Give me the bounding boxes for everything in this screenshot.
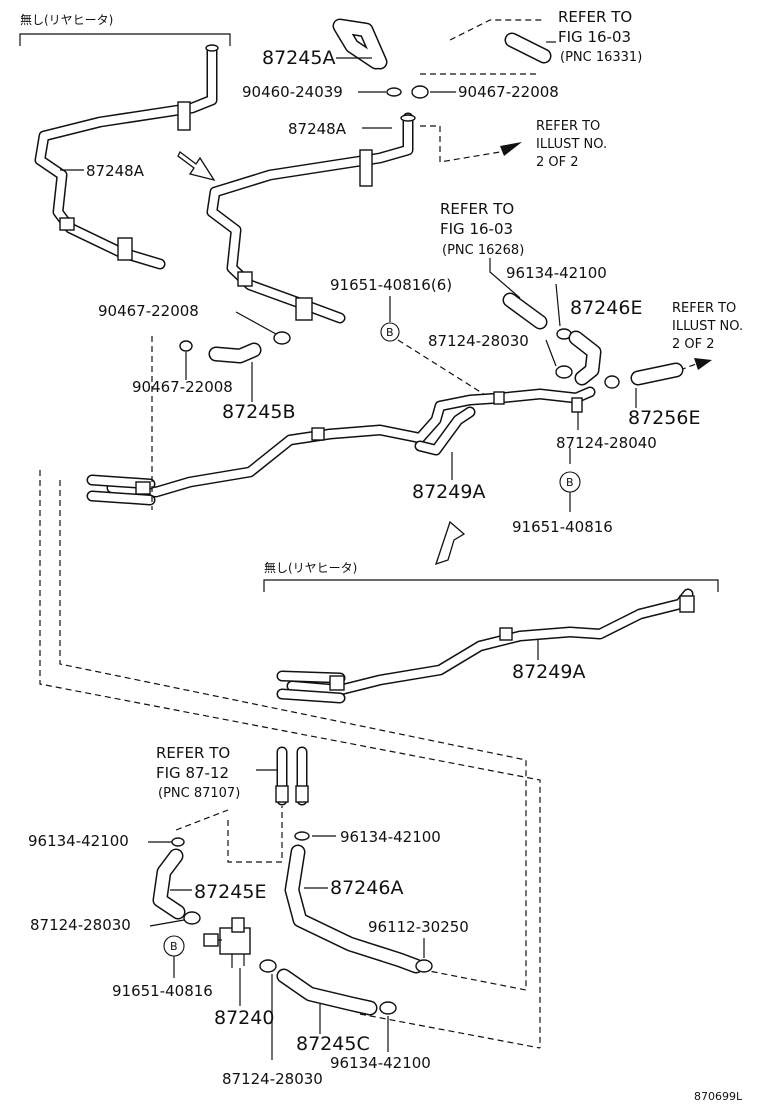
ref-text-pnc-87107: (PNC 87107) [158,786,240,801]
clamp-90460-24039 [386,87,402,97]
valve-87240 [203,917,251,968]
label-87124-28030-top: 87124-28030 [428,332,529,350]
hose-87256E [630,362,684,386]
clamp-96134-42100-left [171,837,185,847]
hose-87245B [208,342,262,364]
ref-text-fig-16-03-2: FIG 16-03 [440,220,513,238]
ref-text-illust-no-2: ILLUST NO. [672,319,743,334]
bracket-line-bottom [263,579,719,592]
ref-illust-2-of-2-top: REFER TO ILLUST NO. 2 OF 2 [420,119,607,170]
ref-text-fig-16-03-1: FIG 16-03 [558,28,631,46]
label-87240: 87240 [214,1007,274,1029]
ref-text-fig-87-12: FIG 87-12 [156,764,229,782]
callout-b-top [380,322,400,342]
dash-link-bottom [359,1013,541,1049]
dash-link-small-box [227,806,283,863]
label-87246E: 87246E [570,297,642,319]
label-87245A: 87245A [262,47,335,69]
ref-fig-16-03-pnc-16268: REFER TO FIG 16-03 (PNC 16268) [440,200,548,330]
callout-b-bottom-text: B [170,940,178,953]
ref-text-refer-to-1: REFER TO [558,8,632,26]
label-87246A: 87246A [330,877,403,899]
ref-text-illust-no-1: ILLUST NO. [536,137,607,152]
ref-illust-2-of-2-right: REFER TO ILLUST NO. 2 OF 2 [672,301,743,371]
label-91651-40816-6: 91651-40816(6) [330,276,452,294]
clamp-87124-28040 [604,375,620,389]
label-87256E: 87256E [628,407,700,429]
dash-link-outer [39,470,541,1048]
pipe-87248A-left [34,44,219,270]
label-87248A-left: 87248A [86,162,145,180]
clamp-90467-22008-top [411,85,429,99]
figure-code: 870699L [694,1090,743,1103]
label-87245C: 87245C [296,1033,370,1055]
label-90467-22008-mid-top: 90467-22008 [98,302,199,320]
ref-text-2-of-2-1: 2 OF 2 [536,155,579,170]
pipe-87249A-main [86,386,596,506]
callout-b-mid-text: B [566,476,574,489]
label-96134-42100-left: 96134-42100 [28,832,129,850]
clamp-96112-30250 [415,959,433,973]
no-rear-heater-label-top: 無し(リヤヒータ) [20,12,113,27]
label-90467-22008-mid-bottom: 90467-22008 [132,378,233,396]
label-90460-24039: 90460-24039 [242,83,343,101]
ref-text-2-of-2-2: 2 OF 2 [672,337,715,352]
label-87124-28030-left: 87124-28030 [30,916,131,934]
hose-87245A [332,18,388,70]
hollow-arrow-diagonal [177,151,216,182]
label-96134-42100-center: 96134-42100 [340,828,441,846]
rear-heater-absent-group-bottom: 無し(リヤヒータ) 87249A [263,560,719,704]
hollow-arrow-up [434,520,466,566]
ref-fig-87-12-pnc-87107: REFER TO FIG 87-12 (PNC 87107) [156,744,309,806]
ref-text-refer-to-2: REFER TO [440,200,514,218]
ref-fig-16-03-pnc-16331: REFER TO FIG 16-03 (PNC 16331) [420,8,642,75]
clamp-87124-28030-bottom [259,959,277,973]
rear-heater-absent-group-top: 無し(リヤヒータ) 87248A [19,12,231,270]
clamp-90467-22008-mid [273,331,291,345]
callout-b-top-text: B [386,326,394,339]
label-91651-40816-mid: 91651-40816 [512,518,613,536]
label-87124-28040: 87124-28040 [556,434,657,452]
clamp-90467-22008-left [179,340,193,352]
hose-87246E [568,330,602,386]
ref-text-pnc-16331: (PNC 16331) [560,50,642,65]
label-90467-22008-top: 90467-22008 [458,83,559,101]
ref-text-refer-to-small-2: REFER TO [672,301,736,316]
ref-text-refer-to-3: REFER TO [156,744,230,762]
clamp-96134-42100-center [294,831,310,841]
label-96134-42100-bottom: 96134-42100 [330,1054,431,1072]
label-87245B: 87245B [222,401,295,423]
no-rear-heater-label-bottom: 無し(リヤヒータ) [264,560,357,575]
label-87249A-main: 87249A [412,481,485,503]
clamp-96134-42100-bottom [379,1001,397,1015]
pipe-87248A-main [206,112,416,324]
hose-87246A [284,844,424,974]
label-87249A-alt: 87249A [512,661,585,683]
hose-87245E [152,848,186,920]
ref-text-refer-to-small-1: REFER TO [536,119,600,134]
label-96134-42100-top: 96134-42100 [506,264,607,282]
label-91651-40816-bottom: 91651-40816 [112,982,213,1000]
clamp-87124-28030-left [183,911,201,925]
label-96112-30250: 96112-30250 [368,918,469,936]
hose-87245C [276,968,378,1016]
label-87124-28030-bottom: 87124-28030 [222,1070,323,1088]
pipe-87249A-alt [276,588,695,704]
ref-text-pnc-16268: (PNC 16268) [442,243,524,258]
bracket-line-top [19,33,231,46]
dash-link-inner [59,480,527,991]
label-87248A-main: 87248A [288,120,347,138]
clamp-87124-28030-top [555,365,573,379]
label-87245E: 87245E [194,881,266,903]
